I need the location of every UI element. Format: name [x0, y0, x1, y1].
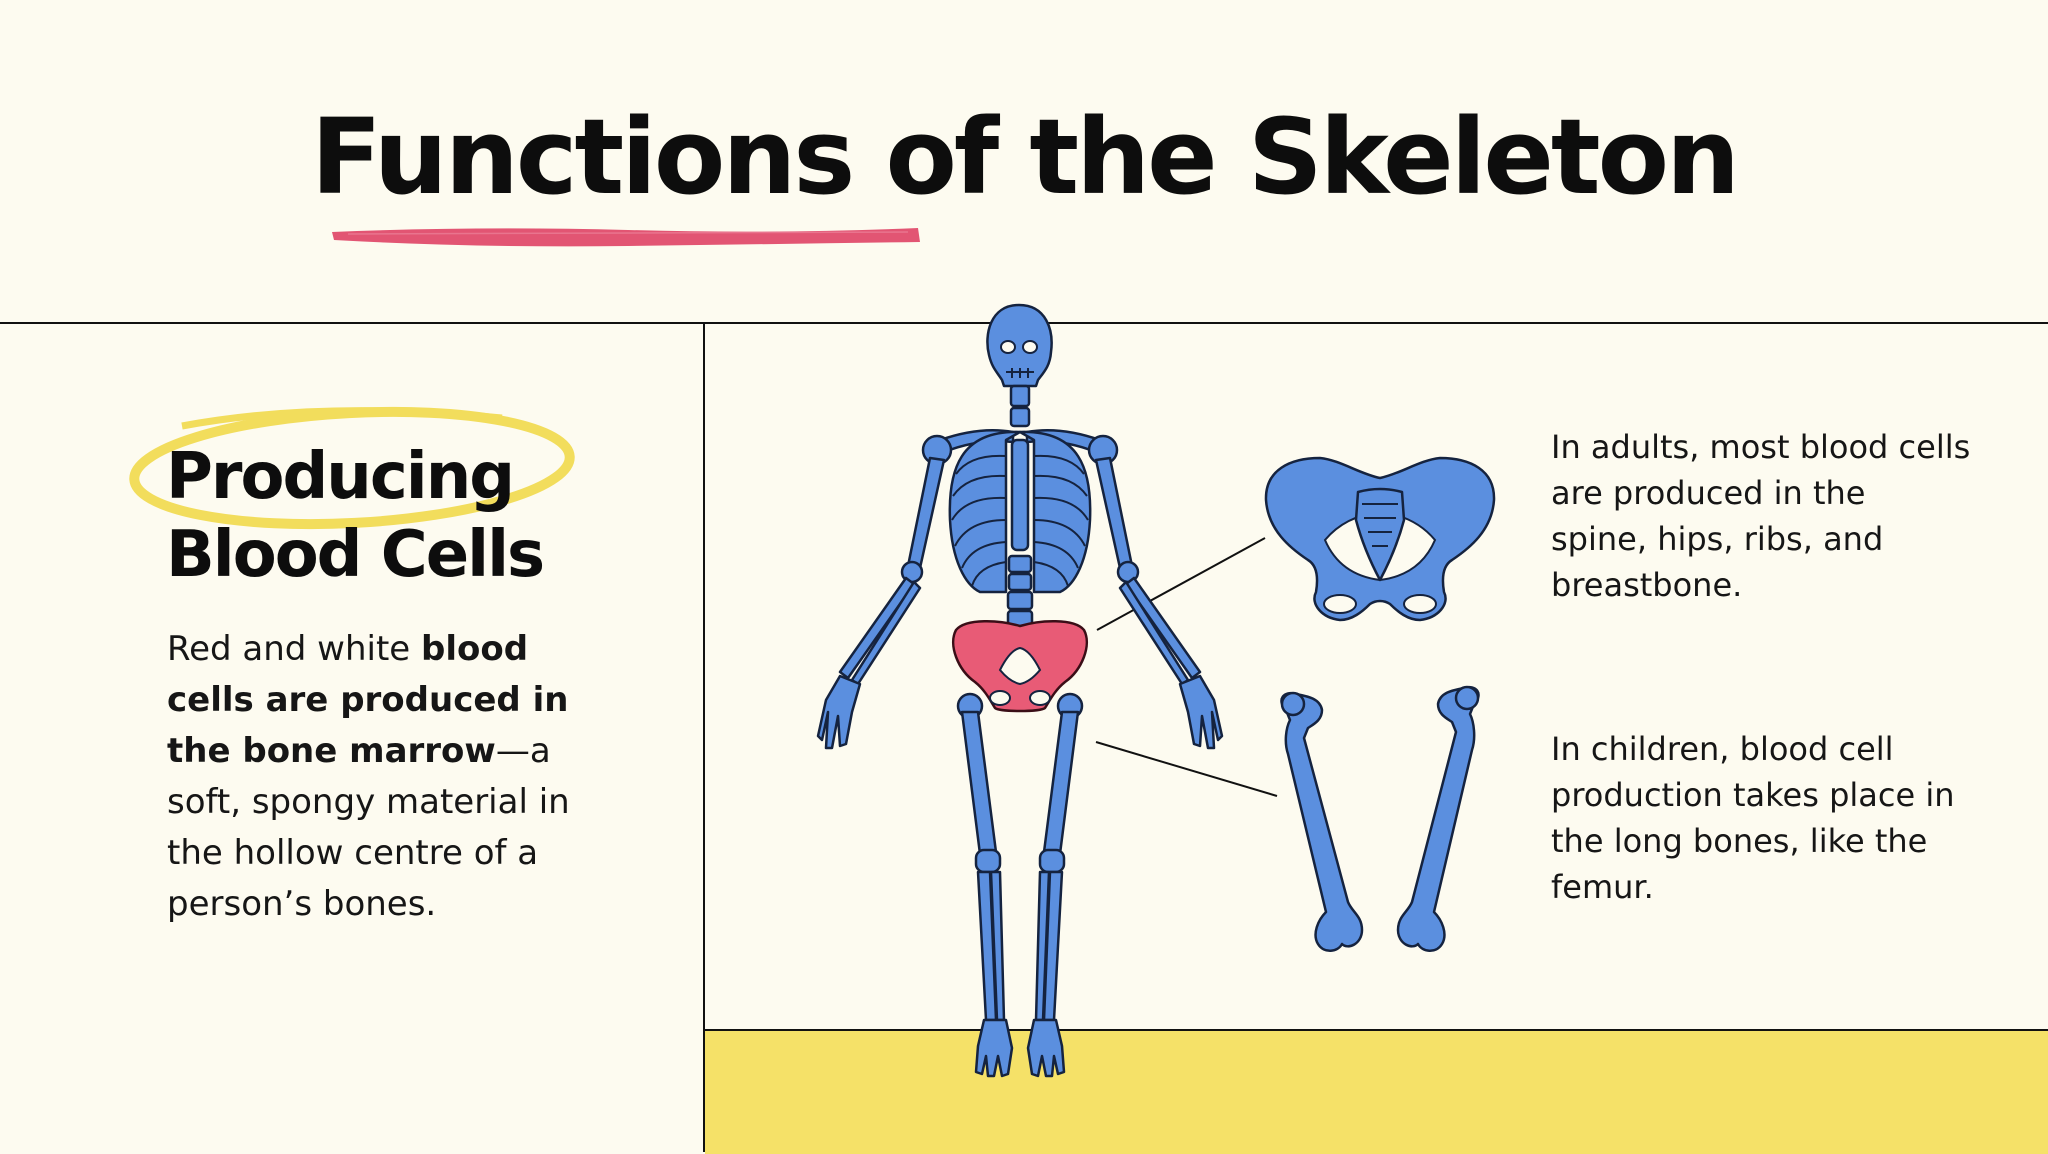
title-underline-stroke — [332, 228, 920, 247]
section-heading: Producing Blood Cells — [166, 438, 586, 594]
yellow-floor-band — [705, 1029, 2048, 1154]
body-text-part2: —a soft, spongy material in the hollow c… — [167, 731, 570, 924]
highlight-circle-mark — [129, 406, 575, 530]
page-title: Functions of the Skeleton — [310, 96, 1740, 218]
column-divider-line — [703, 323, 705, 1152]
femur-bones-icon — [1280, 685, 1480, 952]
pelvis-leader-line — [1096, 537, 1266, 631]
pelvis-icon — [1264, 456, 1496, 622]
adults-callout-text: In adults, most blood cells are produced… — [1551, 428, 1971, 604]
human-skeleton-icon — [816, 303, 1224, 1078]
section-body-text: Red and white blood cells are produced i… — [167, 624, 587, 930]
section-heading-line2: Blood Cells — [166, 518, 545, 592]
body-text-bold: blood cells are produced in the bone mar… — [167, 629, 569, 771]
section-heading-line1: Producing — [166, 440, 515, 514]
body-text-part1: Red and white — [167, 629, 422, 669]
femur-leader-line — [1095, 741, 1278, 797]
children-callout-text: In children, blood cell production takes… — [1551, 730, 1955, 906]
